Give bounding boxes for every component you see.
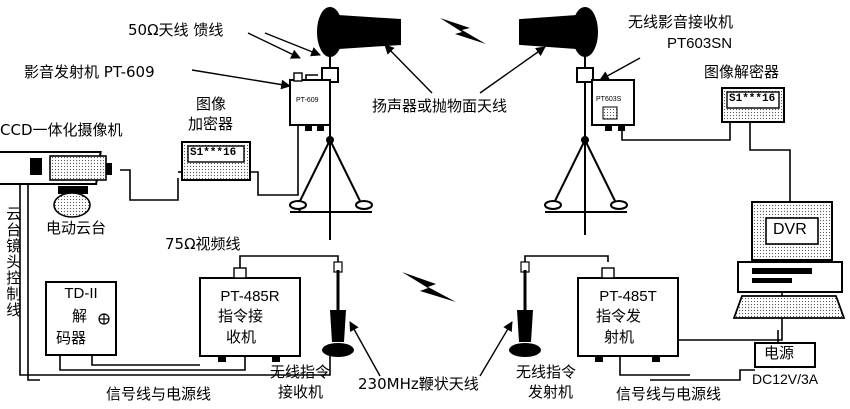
- pt485t-label-1: PT-485T: [599, 288, 657, 305]
- image-encryptor-label-1: 图像: [196, 95, 227, 113]
- pt609-box: [289, 72, 331, 131]
- image-encryptor-shape: [181, 141, 251, 181]
- image-decryptor-label: 图像解密器: [704, 63, 780, 81]
- power-rating-label: DC12V/3A: [752, 371, 819, 387]
- pt485t-label-3: 射机: [604, 328, 635, 346]
- wireless-cmd-receiver-label-1: 无线指令: [270, 363, 331, 381]
- pt485r-box: [199, 267, 301, 362]
- pan-tilt-label: 电动云台: [46, 219, 107, 237]
- whip-antenna-left: [322, 261, 354, 357]
- wireless-bolt-top: [440, 18, 486, 44]
- whip-antenna-right: [509, 261, 541, 357]
- left-tower: [289, 7, 401, 240]
- pt485r-label-2: 指令接: [218, 307, 264, 325]
- ccd-camera-shape: [0, 151, 112, 218]
- image-decryptor-shape: [721, 87, 785, 123]
- td-ii-label-2: 解: [72, 307, 88, 325]
- ccd-camera-label: CCD一体化摄像机: [0, 121, 123, 139]
- power-supply-label: 电源: [764, 344, 795, 362]
- av-receiver-label-2: PT603SN: [667, 35, 733, 52]
- pt609-small-label: PT-609: [296, 97, 319, 104]
- right-tower: [519, 7, 628, 235]
- wireless-cmd-transmitter-label-1: 无线指令: [516, 363, 577, 381]
- cable-lines: [19, 74, 791, 381]
- wireless-cmd-receiver-label-2: 接收机: [278, 383, 324, 401]
- wireless-bolt-bottom: [402, 272, 456, 302]
- signal-power-left-label: 信号线与电源线: [106, 385, 212, 403]
- td-ii-label-1: TD-II: [64, 285, 98, 302]
- speaker-dish-label: 扬声器或抛物面天线: [372, 97, 508, 115]
- pointer-arrows: [191, 32, 641, 377]
- whip-antenna-label: 230MHz鞭状天线: [358, 375, 479, 393]
- dvr-computer: [732, 201, 846, 319]
- dvr-label: DVR: [773, 221, 807, 238]
- pt603s-box: [591, 79, 635, 131]
- td-ii-box: [45, 281, 117, 356]
- pt485r-label-1: PT-485R: [220, 288, 280, 305]
- control-cable-label: 云台镜头控制线: [4, 206, 23, 318]
- av-transmitter-label: 影音发射机 PT-609: [24, 63, 155, 81]
- image-encryptor-label-2: 加密器: [188, 115, 234, 133]
- wireless-cmd-transmitter-label-2: 发射机: [528, 383, 574, 401]
- power-supply-box: [754, 342, 816, 368]
- antenna-left-title: 50Ω天线 馈线: [128, 21, 224, 39]
- pt485r-label-3: 收机: [226, 328, 257, 346]
- signal-power-right-label: 信号线与电源线: [616, 385, 722, 403]
- pt485t-box: [577, 267, 679, 362]
- pt485t-label-2: 指令发: [596, 307, 642, 325]
- decryptor-code: S1***16: [729, 93, 776, 105]
- pt603s-small-label: PT603S: [596, 96, 622, 103]
- td-ii-label-3: 码器: [56, 329, 87, 347]
- encryptor-code: S1***16: [190, 147, 237, 159]
- video-cable-label: 75Ω视频线: [165, 235, 241, 253]
- av-receiver-label-1: 无线影音接收机: [628, 13, 734, 31]
